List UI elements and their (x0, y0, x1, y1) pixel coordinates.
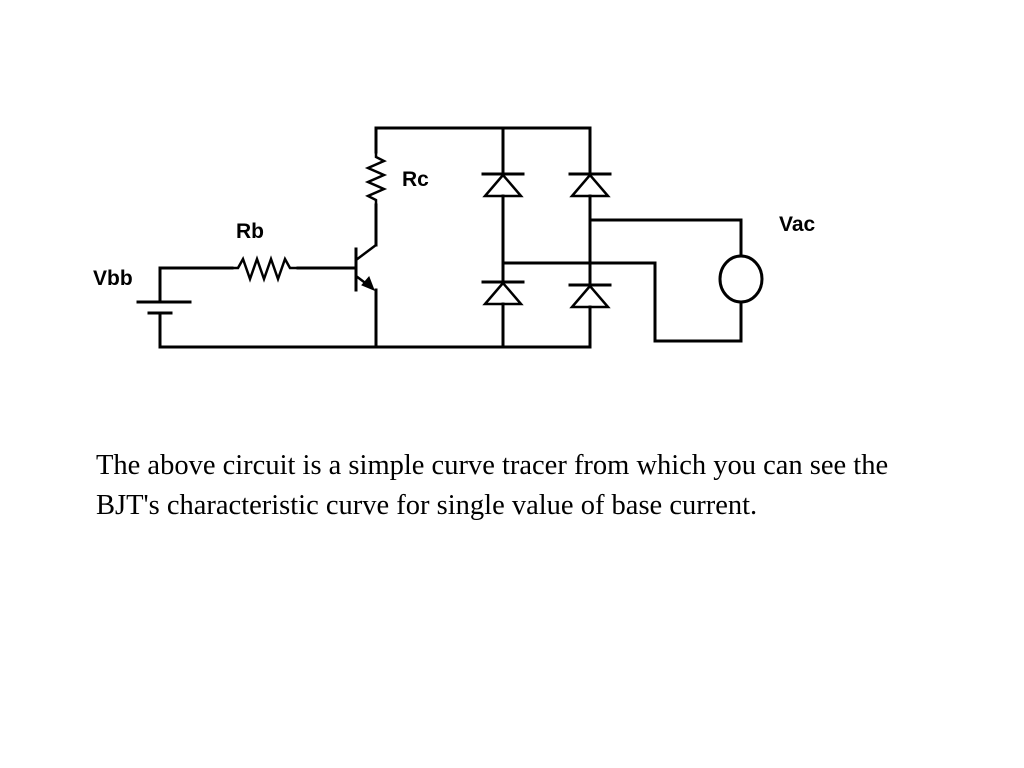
wire-ac-bottom (501, 261, 743, 343)
label-vac: Vac (779, 213, 816, 236)
label-rc: Rc (402, 168, 429, 191)
diode-left-top (481, 172, 525, 198)
diode-right-top (568, 172, 612, 198)
label-vbb: Vbb (93, 267, 133, 290)
diode-right-bottom (568, 283, 612, 309)
wire-ac-top (588, 218, 743, 258)
resistor-rb (232, 255, 298, 283)
label-rb: Rb (236, 220, 264, 243)
caption-text: The above circuit is a simple curve trac… (96, 450, 889, 521)
wire-ground (158, 311, 592, 349)
diode-left-bottom (481, 280, 525, 306)
wire-vbb-top (158, 266, 234, 304)
circuit-diagram: Rc Rb Vbb Vac (93, 126, 816, 349)
wire-top-rail (374, 126, 592, 154)
transistor-bjt (354, 244, 377, 292)
resistor-rc (364, 152, 388, 205)
ac-source-vac (718, 254, 764, 304)
battery-vbb (136, 300, 192, 315)
